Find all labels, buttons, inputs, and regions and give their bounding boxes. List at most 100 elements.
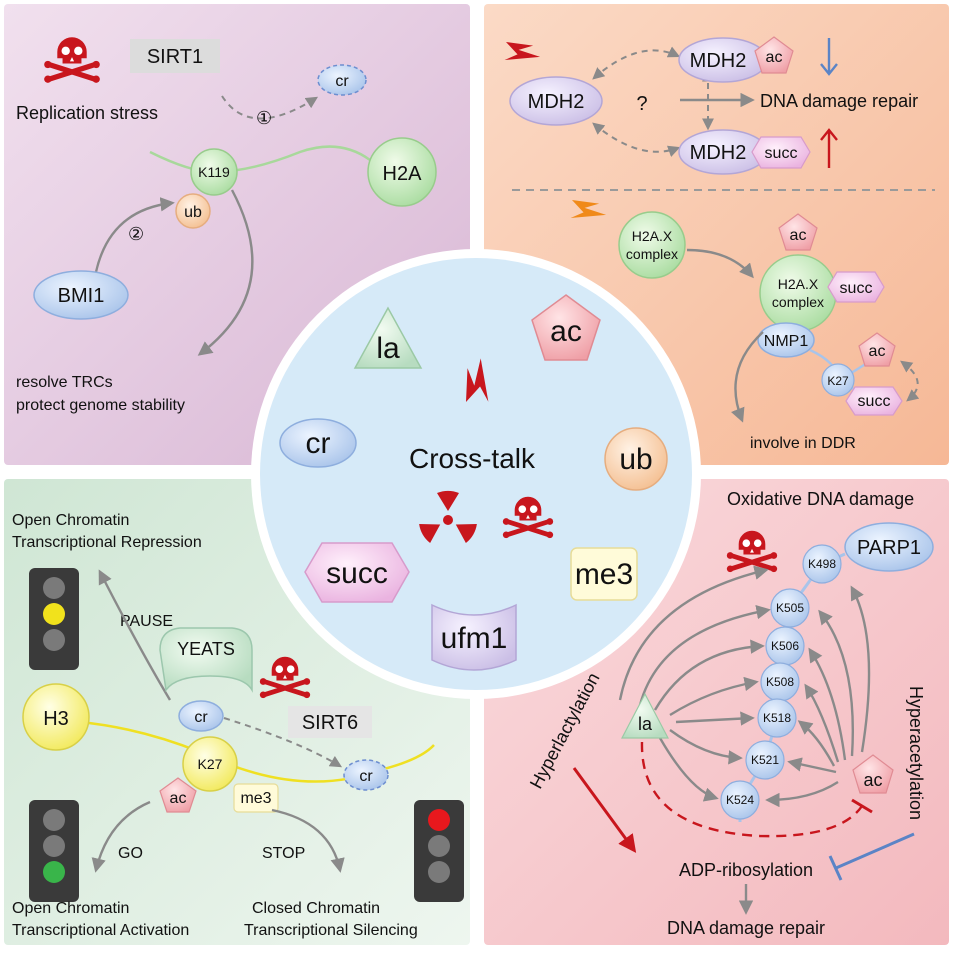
hyperacetylation-inhibit — [835, 832, 915, 870]
k27-circle-bl — [182, 736, 238, 792]
mdh2-label: MDH2 — [528, 91, 585, 113]
h3-tail — [79, 720, 435, 783]
h2ax2-circle — [759, 254, 837, 332]
cr-ellipse-tl — [317, 64, 367, 96]
k119-circle — [190, 148, 238, 196]
up-arrow — [820, 128, 838, 168]
me3-box — [570, 547, 638, 601]
radiation-icon — [419, 490, 477, 544]
nmp1-label: NMP1 — [764, 333, 809, 350]
h2ax-line2: complex — [626, 246, 678, 262]
succ-hexagon-tr — [751, 136, 811, 169]
k27-circle-tr — [821, 363, 855, 397]
ub-label-tl: ub — [184, 204, 202, 221]
ac-pentagon-tr3 — [858, 332, 896, 367]
ac-succ-exchange — [900, 360, 920, 402]
h2ax2-line2: complex — [772, 294, 824, 310]
bmi1-ellipse — [33, 270, 129, 320]
h2a-circle — [367, 137, 437, 207]
h2ax-circle — [618, 211, 686, 279]
arrow-cr-removal — [223, 717, 343, 768]
sirt6-label: SIRT6 — [302, 712, 358, 734]
la-triangle-br — [621, 692, 669, 739]
parp1-label: PARP1 — [857, 537, 921, 559]
sirt1-label: SIRT1 — [147, 46, 203, 68]
k27-label-tr: K27 — [827, 374, 849, 388]
center-ub: ub — [619, 443, 652, 476]
arrow-to-cr — [221, 95, 319, 120]
k119-label: K119 — [198, 164, 230, 180]
down-arrow — [820, 38, 838, 76]
arrow-go — [91, 800, 151, 873]
open-repr-line2: Transcriptional Repression — [12, 534, 202, 551]
ac-pentagon-bl — [159, 777, 197, 813]
ub-circle-tl — [175, 193, 211, 229]
cr-ellipse-bl — [178, 700, 224, 732]
dna-repair-label: DNA damage repair — [760, 91, 918, 111]
site-k521-label: K521 — [751, 753, 779, 767]
outcome-line2: protect genome stability — [16, 397, 185, 414]
closed-line1: Closed Chromatin — [252, 900, 380, 917]
succ-label-tr: succ — [765, 145, 798, 162]
center-cr: cr — [306, 427, 331, 460]
site-arrows — [618, 565, 871, 808]
cr-label-tl: cr — [335, 73, 349, 90]
succ-hexagon-tr2 — [827, 271, 885, 303]
replication-stress-label: Replication stress — [16, 103, 158, 123]
arrow-to-ddr — [731, 331, 764, 423]
hyperlactylation-arrow — [572, 767, 637, 853]
h2a-tail — [149, 145, 371, 174]
bmi1-label: BMI1 — [58, 285, 105, 307]
arrow-bmi1-ub — [94, 197, 175, 273]
repair-label-br: DNA damage repair — [667, 918, 825, 938]
me3-box-bl — [233, 783, 279, 813]
ac-label-tr: ac — [766, 49, 783, 66]
ufm1-crescent — [431, 603, 517, 671]
mdh2-ellipse — [509, 76, 603, 126]
pause-label: PAUSE — [120, 613, 173, 630]
ac-label-tr2: ac — [790, 227, 807, 244]
stop-label: STOP — [262, 845, 305, 862]
inhibition-bar-red — [851, 798, 873, 814]
k27-label-bl: K27 — [198, 756, 223, 772]
site-k524 — [720, 780, 760, 820]
center-title: Cross-talk — [409, 443, 536, 474]
nmp1-ellipse — [757, 322, 815, 358]
h2a-label: H2A — [383, 163, 423, 185]
h2ax-line1: H2A.X — [632, 228, 673, 244]
cr-label-bl2: cr — [359, 768, 373, 785]
center-la: la — [376, 332, 400, 365]
sirt1-box — [130, 39, 220, 73]
succ-hexagon — [304, 542, 410, 603]
h3-circle — [22, 683, 90, 751]
arrow-mdh2-ac — [592, 46, 681, 80]
yeats-label: YEATS — [177, 639, 235, 659]
center-ac: ac — [550, 315, 582, 348]
succ-label-tr3: succ — [858, 393, 891, 410]
oxidative-label: Oxidative DNA damage — [727, 489, 914, 509]
site-k505 — [770, 588, 810, 628]
la-triangle — [353, 306, 423, 369]
site-k524-label: K524 — [726, 793, 754, 807]
center-succ: succ — [326, 557, 388, 590]
ac-label-bl: ac — [170, 790, 187, 807]
open-act-line1: Open Chromatin — [12, 900, 129, 917]
ac-pentagon-tr — [754, 36, 794, 74]
sirt6-box — [288, 706, 372, 738]
site-k498-label: K498 — [808, 557, 836, 571]
site-k518 — [757, 698, 797, 738]
arrow-h2ax — [686, 248, 754, 279]
cr-ellipse — [279, 418, 357, 468]
la-label-br: la — [638, 714, 653, 734]
traffic-light-red — [414, 800, 464, 902]
ddr-label: involve in DDR — [750, 435, 856, 452]
ub-circle — [604, 427, 668, 491]
mdh2-succ-label: MDH2 — [690, 142, 747, 164]
arrow-pause — [98, 569, 172, 701]
center-me3: me3 — [575, 558, 633, 591]
traffic-light-green — [29, 800, 79, 902]
outcome-line1: resolve TRCs — [16, 374, 113, 391]
h2ax2-line1: H2A.X — [778, 276, 819, 292]
traffic-light-yellow — [29, 568, 79, 670]
